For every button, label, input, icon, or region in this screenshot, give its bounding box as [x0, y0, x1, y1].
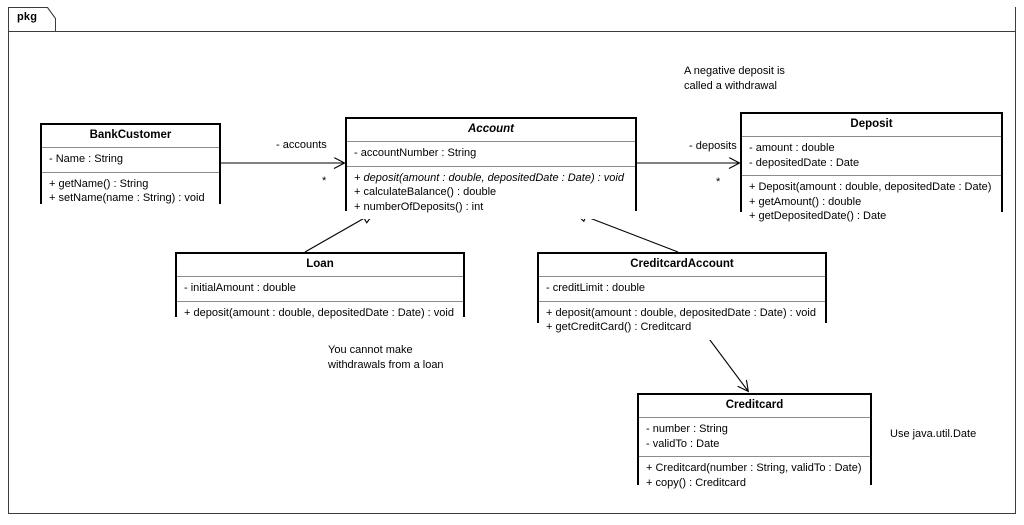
- note-no-withdrawals-line1: You cannot make: [328, 344, 413, 356]
- package-tab-shape: [8, 7, 56, 32]
- operations-account: + deposit(amount : double, depositedDate…: [347, 166, 635, 219]
- operation-row: + getCreditCard() : Creditcard: [546, 321, 692, 333]
- class-box-creditcardaccount[interactable]: CreditcardAccount - creditLimit : double…: [537, 252, 827, 340]
- class-name-account: Account: [347, 119, 635, 142]
- note-no-withdrawals-line2: withdrawals from a loan: [328, 358, 444, 371]
- operation-row: + deposit(amount : double, depositedDate…: [354, 171, 624, 184]
- operation-row: + deposit(amount : double, depositedDate…: [184, 306, 454, 319]
- operation-row: + deposit(amount : double, depositedDate…: [546, 306, 816, 319]
- operations-creditcard: + Creditcard(number : String, validTo : …: [639, 457, 870, 495]
- attributes-loan: - initialAmount : double: [177, 277, 463, 302]
- class-box-bankcustomer[interactable]: BankCustomer - Name : String + getName()…: [40, 123, 221, 211]
- multiplicity-deposits: *: [716, 176, 721, 188]
- attributes-creditcardaccount: - creditLimit : double: [539, 277, 825, 302]
- multiplicity-accounts: *: [322, 175, 327, 187]
- attribute-row: - number : String: [646, 423, 728, 435]
- operation-row: + setName(name : String) : void: [49, 192, 205, 204]
- attribute-row: - accountNumber : String: [354, 147, 477, 159]
- operation-row: + copy() : Creditcard: [646, 476, 746, 489]
- class-box-account[interactable]: Account - accountNumber : String + depos…: [345, 117, 637, 219]
- package-frame: [8, 7, 1016, 514]
- operation-row: + calculateBalance() : double: [354, 186, 497, 198]
- class-name-creditcard: Creditcard: [639, 395, 870, 418]
- operation-row: + getDepositedDate() : Date: [749, 210, 887, 222]
- note-java-date-line1: Use java.util.Date: [890, 428, 977, 440]
- attribute-row: - amount : double: [749, 142, 835, 154]
- attribute-row: - creditLimit : double: [546, 282, 646, 294]
- class-name-loan: Loan: [177, 254, 463, 277]
- operation-row: + Creditcard(number : String, validTo : …: [646, 462, 862, 474]
- attribute-row: - Name : String: [49, 153, 123, 165]
- attribute-row: - depositedDate : Date: [749, 156, 860, 169]
- operation-row: + numberOfDeposits() : int: [354, 200, 484, 213]
- package-tab: [8, 7, 56, 32]
- note-negative-deposit-line2: called a withdrawal: [684, 79, 777, 92]
- class-box-creditcard[interactable]: Creditcard - number : String - validTo :…: [637, 393, 872, 495]
- package-label: pkg: [17, 11, 38, 23]
- note-java-date: Use java.util.Date: [890, 427, 976, 442]
- class-name-creditcardaccount: CreditcardAccount: [539, 254, 825, 277]
- class-name-deposit: Deposit: [742, 114, 1001, 137]
- class-box-deposit[interactable]: Deposit - amount : double - depositedDat…: [740, 112, 1003, 229]
- package-frame-top-border: [55, 31, 1016, 32]
- note-negative-deposit: A negative deposit is called a withdrawa…: [684, 64, 785, 93]
- attribute-row: - validTo : Date: [646, 437, 720, 450]
- operations-loan: + deposit(amount : double, depositedDate…: [177, 301, 463, 325]
- attributes-deposit: - amount : double - depositedDate : Date: [742, 137, 1001, 176]
- operation-row: + getAmount() : double: [749, 195, 862, 208]
- association-label-accounts: - accounts: [276, 139, 327, 151]
- attributes-account: - accountNumber : String: [347, 142, 635, 167]
- note-negative-deposit-line1: A negative deposit is: [684, 65, 785, 77]
- attributes-creditcard: - number : String - validTo : Date: [639, 418, 870, 457]
- operation-row: + getName() : String: [49, 177, 149, 190]
- association-label-deposits: - deposits: [689, 140, 737, 152]
- class-box-loan[interactable]: Loan - initialAmount : double + deposit(…: [175, 252, 465, 325]
- operations-bankcustomer: + getName() : String + setName(name : St…: [42, 172, 219, 211]
- attributes-bankcustomer: - Name : String: [42, 148, 219, 173]
- operations-deposit: + Deposit(amount : double, depositedDate…: [742, 176, 1001, 229]
- class-name-bankcustomer: BankCustomer: [42, 125, 219, 148]
- operation-row: + Deposit(amount : double, depositedDate…: [749, 181, 992, 193]
- note-no-withdrawals: You cannot make withdrawals from a loan: [328, 343, 444, 372]
- attribute-row: - initialAmount : double: [184, 282, 296, 294]
- operations-creditcardaccount: + deposit(amount : double, depositedDate…: [539, 301, 825, 340]
